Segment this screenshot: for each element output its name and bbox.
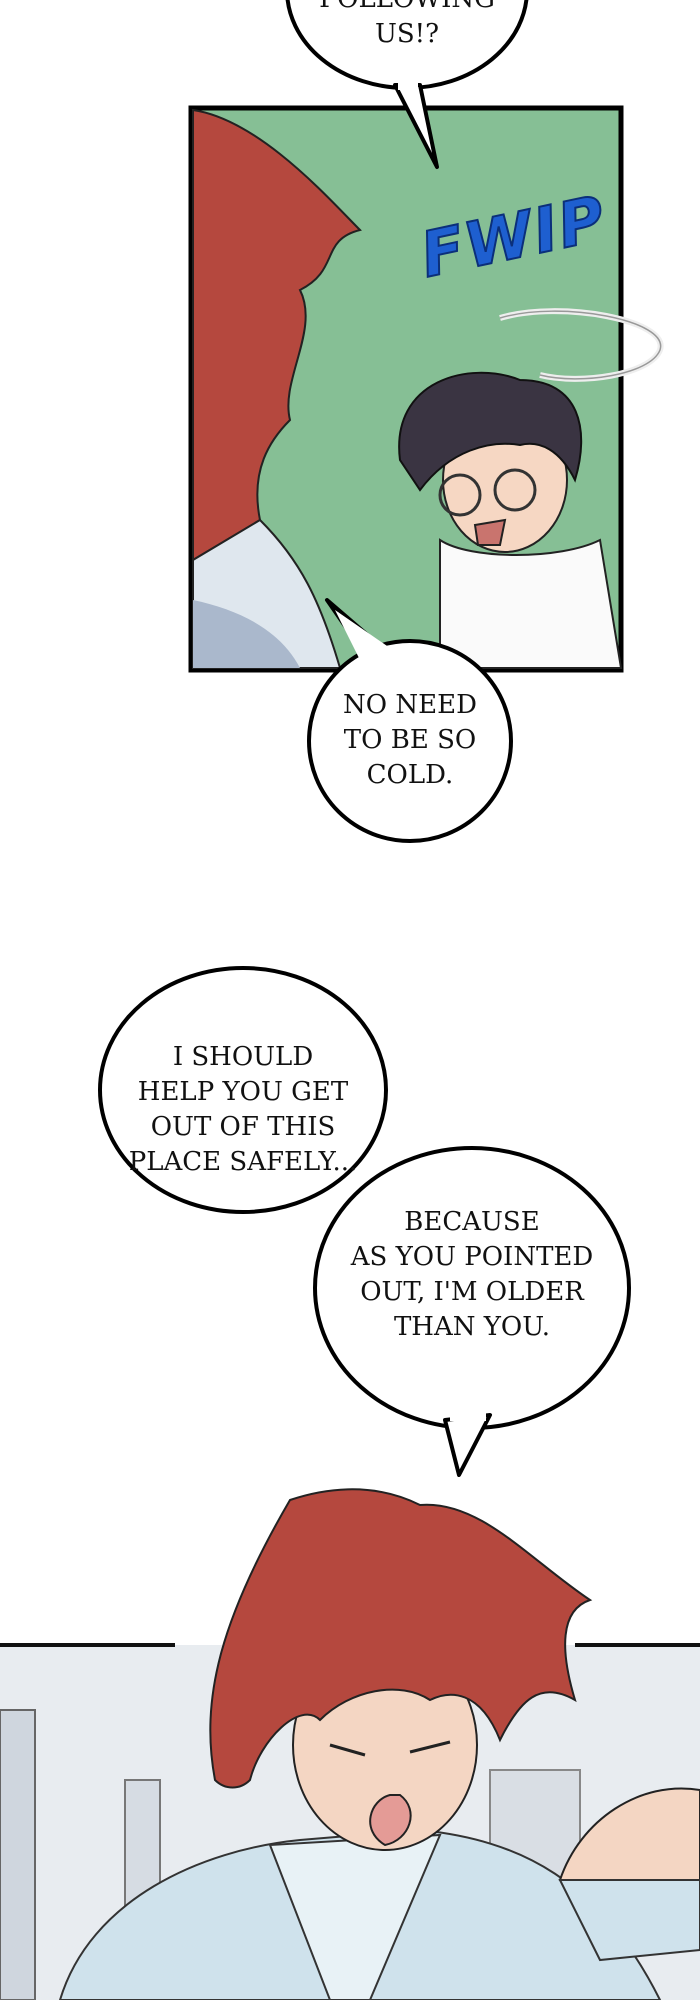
- bubble-line: THAN YOU.: [393, 1312, 551, 1342]
- bubble-line: I SHOULD: [172, 1042, 314, 1072]
- bubble-line: HELP YOU GET: [137, 1077, 349, 1107]
- bubble-line: TO BE SO: [343, 725, 477, 755]
- panel-1: [188, 105, 664, 673]
- bubble-line: NO NEED: [343, 690, 477, 720]
- bubble-line: PLACE SAFELY...: [128, 1147, 358, 1177]
- bubble-line: AS YOU POINTED: [350, 1242, 594, 1272]
- bubble-text-no-need: NO NEED TO BE SO COLD.: [310, 688, 510, 793]
- bubble-line: FOLLOWING: [287, 0, 527, 17]
- bubble-line: COLD.: [366, 760, 454, 790]
- speech-bubble-no-need: [307, 598, 513, 843]
- bubble-line: OUT OF THIS: [150, 1112, 336, 1142]
- bubble-text-help-you: I SHOULD HELP YOU GET OUT OF THIS PLACE …: [123, 1040, 363, 1180]
- bubble-line: BECAUSE: [404, 1207, 540, 1237]
- speech-bubble-right: [313, 1146, 631, 1477]
- panel-3: [0, 1488, 700, 2000]
- speech-bubble-left: [98, 966, 388, 1214]
- bubble-line: US!?: [374, 19, 440, 49]
- bubble-text-following: FOLLOWING US!?: [287, 0, 527, 52]
- bubble-text-older: BECAUSE AS YOU POINTED OUT, I'M OLDER TH…: [337, 1205, 607, 1345]
- bubble-line: OUT, I'M OLDER: [360, 1277, 584, 1307]
